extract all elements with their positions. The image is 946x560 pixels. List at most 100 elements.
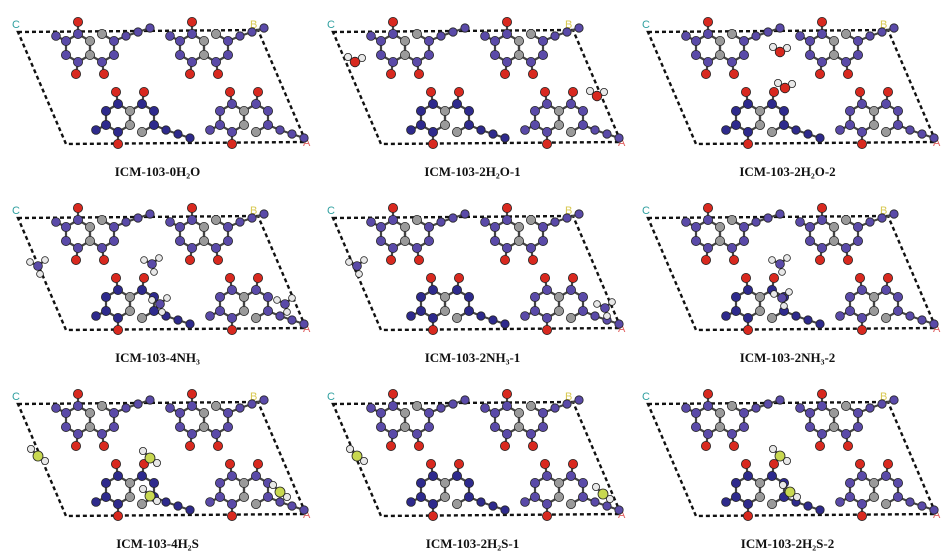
nitrogen-atom — [525, 428, 536, 439]
nitrogen-atom — [287, 315, 297, 325]
nitrogen-atom — [835, 497, 845, 507]
nitrogen-atom — [721, 125, 731, 135]
carbon-atom — [199, 35, 209, 46]
nitrogen-atom — [502, 242, 512, 253]
oxygen-atom — [252, 459, 263, 470]
oxygen-atom — [73, 16, 83, 27]
carbon-atom — [199, 236, 209, 246]
nitrogen-atom — [165, 403, 175, 413]
icm-103-molecule — [795, 388, 899, 451]
oxygen-atom — [500, 440, 510, 451]
axis-a-label: A — [303, 137, 311, 149]
nitrogen-atom — [751, 31, 761, 41]
carbon-atom — [715, 221, 725, 232]
nitrogen-atom — [489, 236, 500, 246]
nitrogen-atom — [600, 303, 610, 313]
nitrogen-atom — [423, 221, 434, 232]
carbon-atom — [829, 422, 839, 432]
oxygen-atom — [413, 254, 424, 265]
nitrogen-atom — [502, 428, 512, 439]
nitrogen-atom — [529, 106, 540, 116]
nitrogen-atom — [529, 478, 540, 488]
axis-c-label: C — [642, 391, 650, 403]
nitrogen-atom — [375, 221, 386, 232]
nitrogen-atom — [565, 471, 576, 482]
nitrogen-atom — [489, 422, 500, 432]
nitrogen-atom — [766, 99, 777, 110]
hydrogen-atom — [360, 457, 368, 465]
nitrogen-atom — [388, 28, 398, 39]
nitrogen-atom — [565, 285, 576, 296]
unit-cell-diagram: ABC — [12, 202, 311, 336]
carbon-atom — [726, 28, 737, 39]
carbon-atom — [726, 400, 737, 411]
hydrogen-atom — [783, 254, 791, 262]
nitrogen-atom — [51, 31, 61, 41]
panel-caption: ICM-103-2H₂S-1 — [425, 536, 520, 551]
carbon-atom — [525, 400, 536, 411]
nitrogen-atom — [406, 125, 416, 135]
carbon-atom — [840, 400, 851, 411]
icm-103-molecule — [366, 16, 470, 79]
panel-caption: ICM-103-2NH₃-1 — [424, 350, 521, 365]
icm-103-molecule — [91, 87, 195, 150]
nitrogen-atom — [185, 133, 195, 143]
nitrogen-atom — [352, 261, 362, 271]
oxygen-atom — [527, 254, 538, 265]
nitrogen-atom — [366, 31, 376, 41]
oxygen-atom — [817, 388, 827, 399]
carbon-atom — [250, 499, 261, 510]
nitrogen-atom — [448, 213, 458, 223]
nitrogen-atom — [415, 120, 426, 131]
nitrogen-atom — [775, 395, 785, 405]
hydrogen-atom — [138, 484, 147, 493]
nitrogen-atom — [703, 242, 713, 253]
oxygen-atom — [187, 16, 197, 27]
carbon-atom — [85, 407, 95, 418]
nitrogen-atom — [889, 395, 899, 405]
oxygen-atom — [225, 273, 235, 284]
oxygen-atom — [502, 16, 512, 27]
carbon-atom — [554, 120, 564, 131]
nitrogen-atom — [262, 292, 273, 302]
nitrogen-atom — [815, 505, 825, 515]
nitrogen-atom — [121, 217, 131, 227]
nitrogen-atom — [529, 120, 540, 131]
nitrogen-atom — [917, 129, 927, 139]
axis-a-label: A — [933, 137, 941, 149]
oxygen-atom — [453, 87, 464, 98]
carbon-atom — [239, 292, 249, 302]
nitrogen-atom — [428, 471, 438, 482]
ammonia-molecule — [768, 254, 791, 276]
oxygen-atom — [882, 87, 893, 98]
nitrogen-atom — [738, 35, 749, 46]
nitrogen-atom — [574, 209, 584, 219]
oxygen-atom — [349, 56, 361, 68]
oxygen-atom — [187, 202, 197, 213]
oxygen-atom — [71, 254, 81, 265]
nitrogen-atom — [763, 213, 773, 223]
nitrogen-atom — [145, 395, 155, 405]
carbon-atom — [96, 28, 107, 39]
nitrogen-atom — [60, 35, 71, 46]
oxygen-atom — [252, 273, 263, 284]
oxygen-atom — [703, 202, 713, 213]
nitrogen-atom — [852, 407, 863, 418]
oxygen-atom — [728, 254, 739, 265]
carbon-atom — [96, 400, 107, 411]
nitrogen-atom — [423, 422, 434, 432]
nitrogen-atom — [844, 292, 855, 302]
oxygen-atom — [386, 254, 396, 265]
oxygen-atom — [779, 82, 791, 94]
nitrogen-atom — [113, 99, 123, 110]
nitrogen-atom — [778, 120, 789, 131]
axis-a-label: A — [618, 509, 626, 521]
oxygen-atom — [567, 273, 578, 284]
oxygen-atom — [502, 202, 512, 213]
carbon-atom — [125, 306, 135, 317]
carbon-atom — [514, 221, 524, 232]
oxygen-atom — [842, 440, 853, 451]
hydrogen-atom — [773, 78, 782, 87]
carbon-atom — [125, 292, 135, 302]
